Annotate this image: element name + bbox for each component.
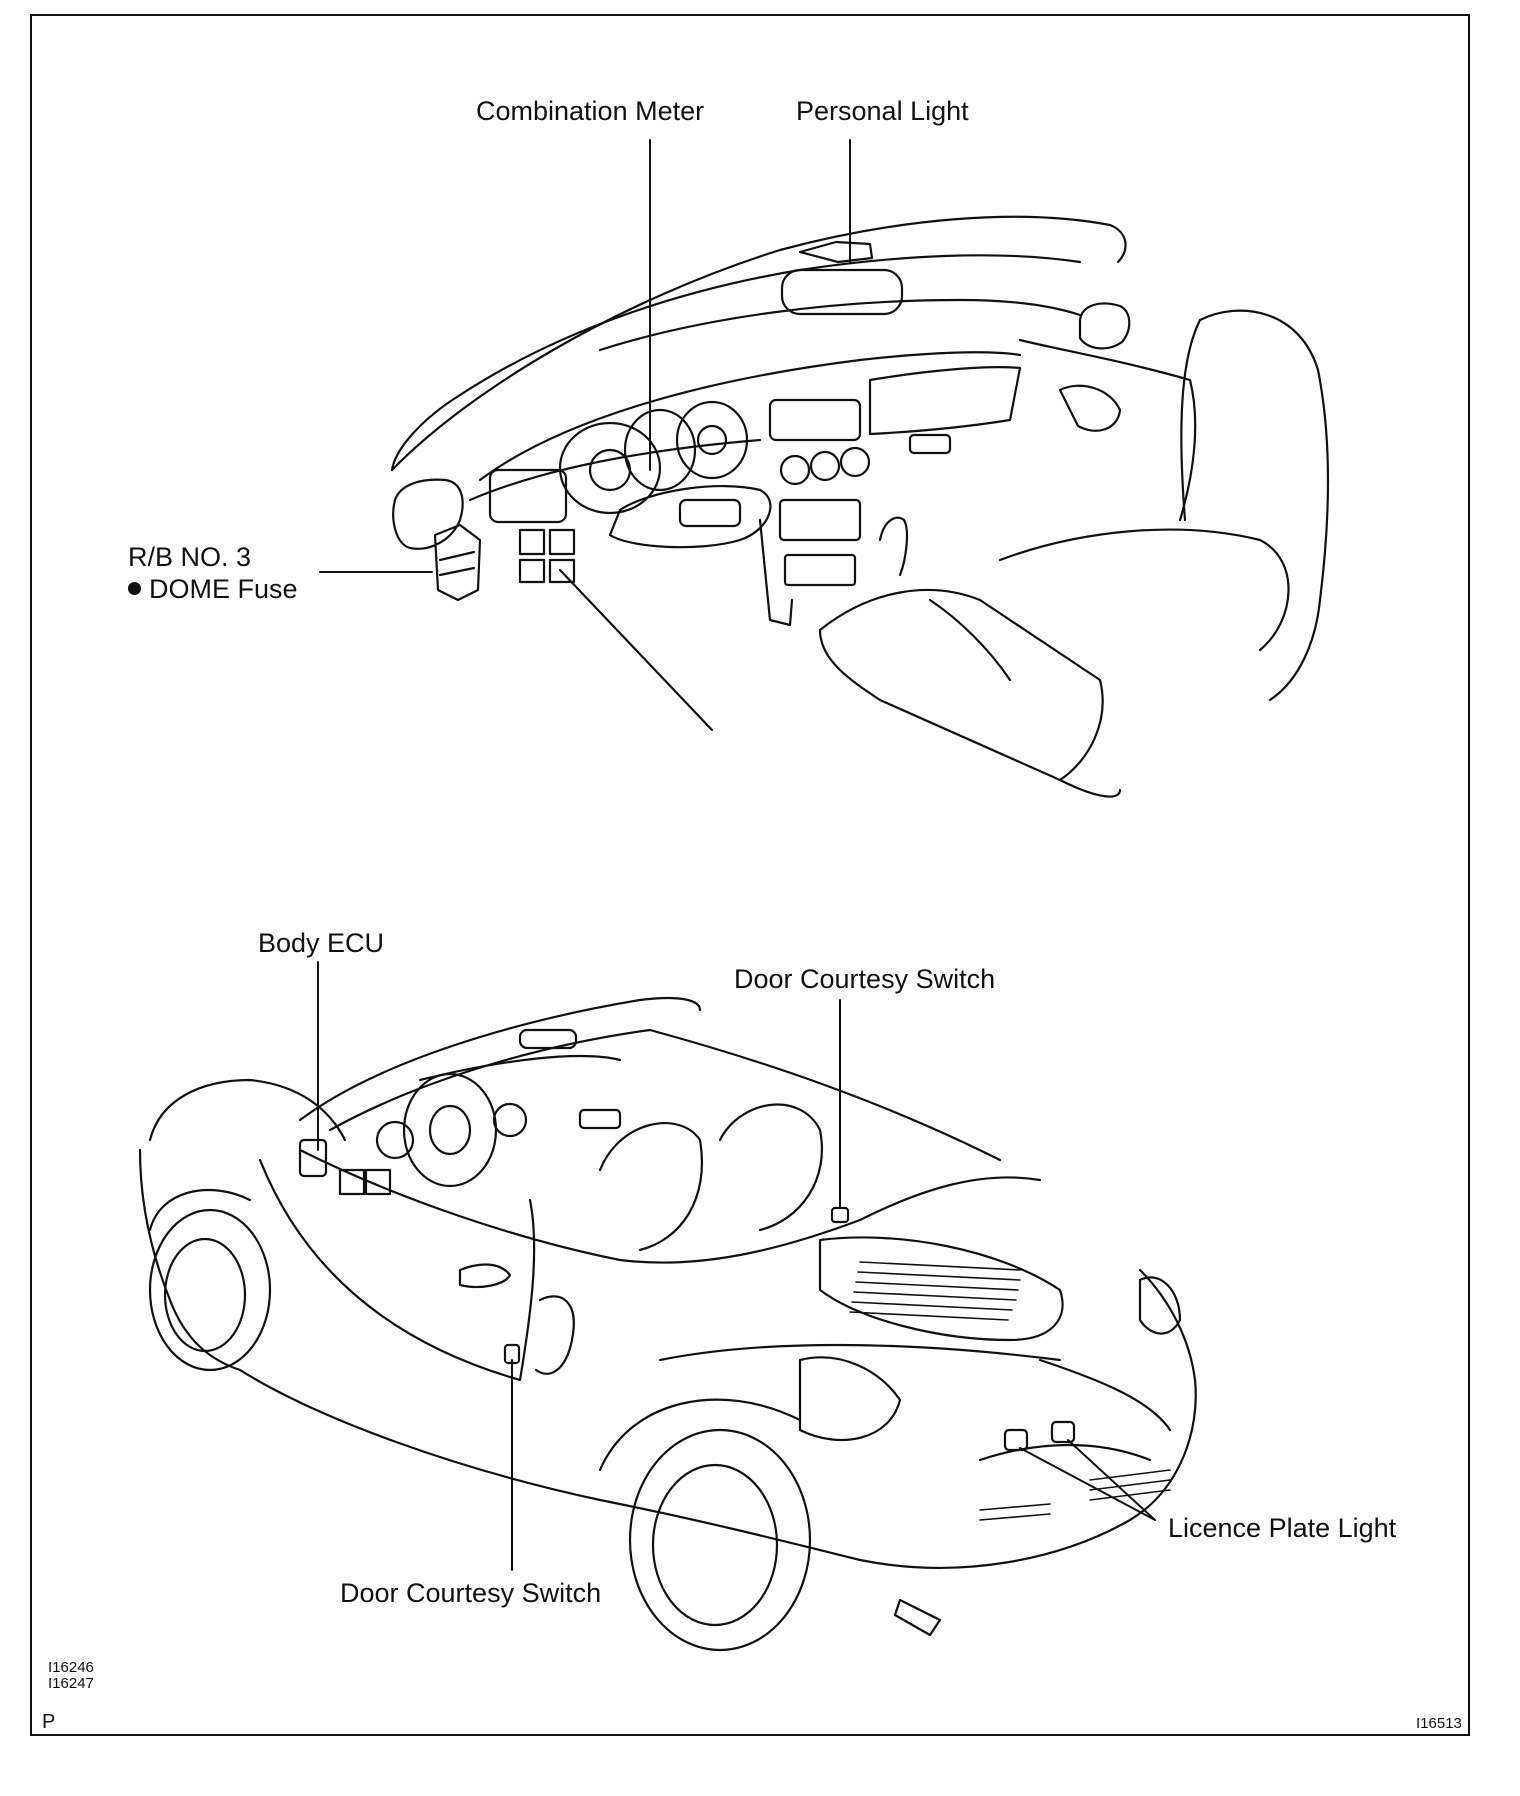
label-door-courtesy-switch-bottom: Door Courtesy Switch — [340, 1578, 602, 1608]
label-body-ecu: Body ECU — [258, 928, 385, 958]
diagram-frame — [30, 14, 1470, 1736]
leader-lines — [317, 139, 1156, 1571]
label-personal-light: Personal Light — [796, 96, 969, 126]
figure-code-b: I16247 — [48, 1675, 94, 1692]
leader-licence-plate-a — [1019, 1447, 1156, 1521]
car-drawing — [138, 996, 1197, 1652]
label-dome-fuse: DOME Fuse — [149, 574, 298, 604]
interior-drawing — [390, 215, 1330, 798]
label-rb-no3: R/B NO. 3 — [128, 542, 252, 572]
label-combination-meter: Combination Meter — [476, 96, 705, 126]
sheet-code: I16513 — [1416, 1715, 1462, 1732]
leader-licence-plate-b — [1067, 1439, 1156, 1521]
bullet-icon — [128, 582, 141, 596]
label-dome-fuse-row: DOME Fuse — [128, 576, 298, 603]
figure-code-a: I16246 — [48, 1659, 94, 1676]
label-licence-plate-light: Licence Plate Light — [1168, 1513, 1397, 1543]
label-door-courtesy-switch-top: Door Courtesy Switch — [734, 964, 996, 994]
page-letter: P — [42, 1711, 56, 1733]
